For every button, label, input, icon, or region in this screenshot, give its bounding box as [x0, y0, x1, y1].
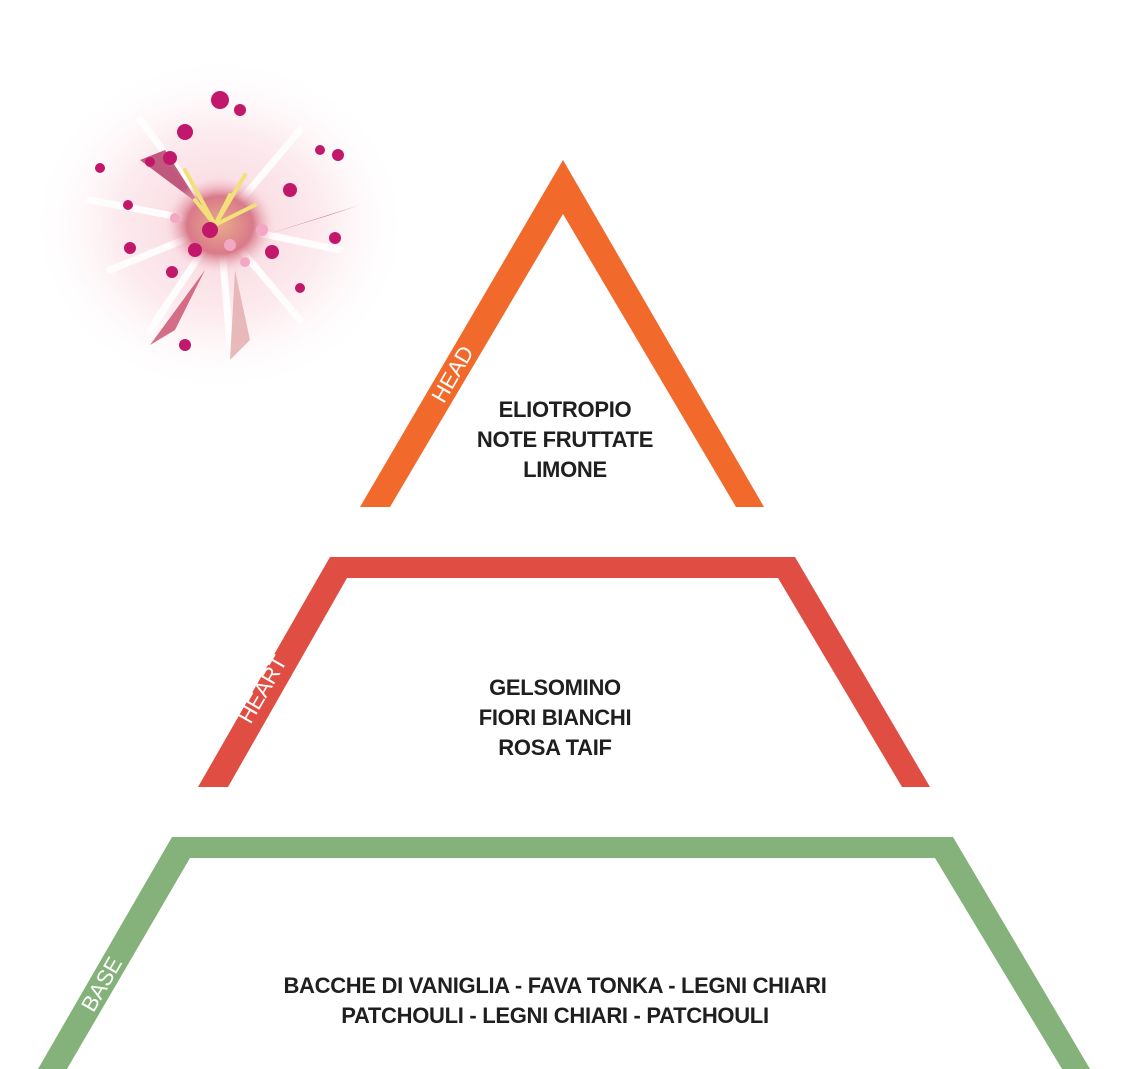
head-note: ELIOTROPIO: [498, 397, 632, 422]
base-tier-outline: [38, 837, 1090, 1069]
head-note: LIMONE: [523, 457, 607, 482]
head-notes: ELIOTROPIO NOTE FRUTTATE LIMONE: [445, 395, 685, 485]
base-notes: BACCHE DI VANIGLIA - FAVA TONKA - LEGNI …: [200, 971, 910, 1031]
heart-notes: GELSOMINO FIORI BIANCHI ROSA TAIF: [420, 673, 690, 763]
base-tier-label: BASE: [76, 952, 127, 1015]
heart-note: GELSOMINO: [489, 675, 621, 700]
head-note: NOTE FRUTTATE: [476, 427, 654, 452]
base-note: PATCHOULI - LEGNI CHIARI - PATCHOULI: [341, 1003, 769, 1028]
head-tier-outline: [360, 160, 764, 507]
base-note: BACCHE DI VANIGLIA - FAVA TONKA - LEGNI …: [283, 973, 827, 998]
heart-note: ROSA TAIF: [498, 735, 612, 760]
pink-flower-illustration: [30, 55, 410, 395]
base-tier: BASE: [38, 837, 1090, 1069]
heart-note: FIORI BIANCHI: [478, 705, 632, 730]
